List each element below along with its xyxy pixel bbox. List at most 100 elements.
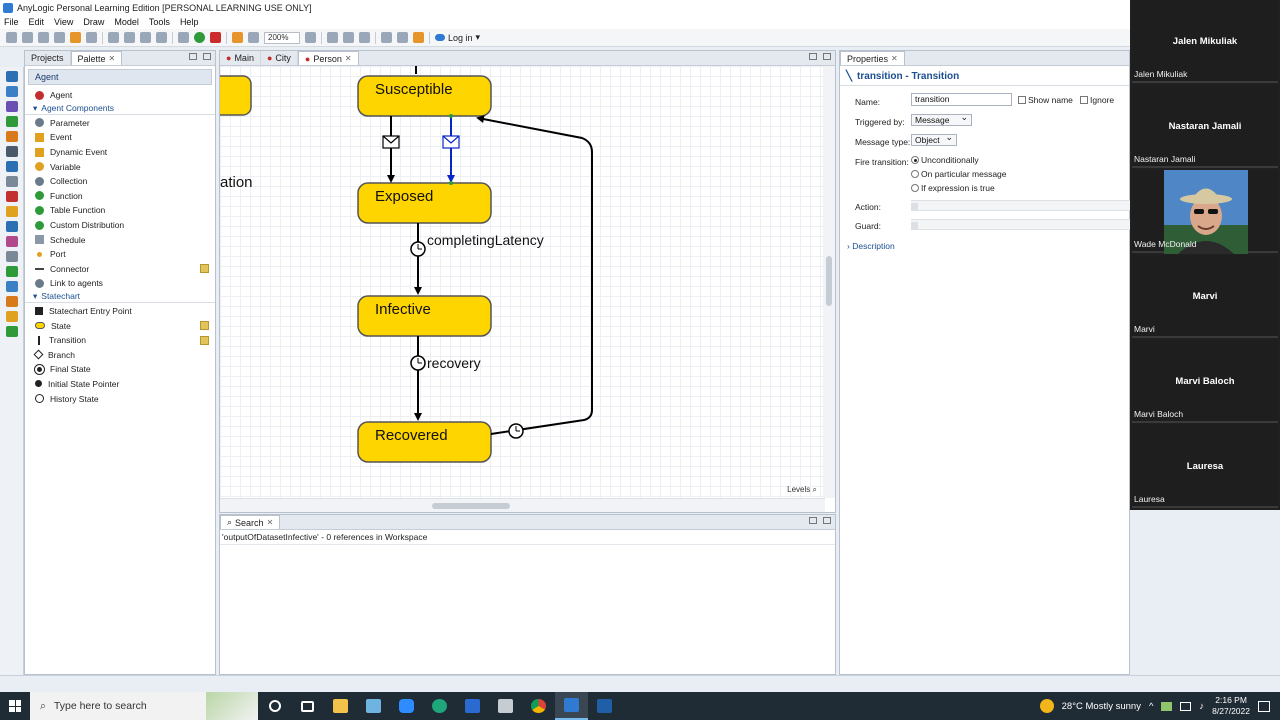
state-exposed[interactable] bbox=[357, 182, 492, 224]
road-category-icon[interactable] bbox=[6, 146, 18, 157]
build-icon[interactable] bbox=[178, 32, 189, 43]
participant-tile[interactable]: Marvi Baloch Marvi Baloch bbox=[1132, 340, 1278, 423]
zoom-level-field[interactable]: 200% bbox=[264, 31, 300, 44]
agent-category-icon[interactable] bbox=[6, 71, 18, 82]
offscreen-state[interactable] bbox=[220, 75, 252, 116]
editor-horizontal-scrollbar[interactable] bbox=[220, 498, 825, 512]
editor-vertical-scrollbar[interactable] bbox=[823, 66, 835, 498]
undo-icon[interactable] bbox=[70, 32, 81, 43]
tab-palette[interactable]: Palette✕ bbox=[70, 51, 123, 65]
controls-category-icon[interactable] bbox=[6, 251, 18, 262]
layers-icon[interactable] bbox=[343, 32, 354, 43]
transition-end-handle[interactable] bbox=[449, 181, 453, 185]
palette-item-custom-distribution[interactable]: Custom Distribution bbox=[25, 218, 215, 233]
show-name-checkbox[interactable]: Show name bbox=[1018, 95, 1073, 105]
maximize-icon[interactable] bbox=[823, 53, 831, 60]
hand-icon[interactable] bbox=[232, 32, 243, 43]
scroll-thumb[interactable] bbox=[826, 256, 832, 306]
pedestrian-category-icon[interactable] bbox=[6, 116, 18, 127]
select-icon[interactable] bbox=[381, 32, 392, 43]
open-icon[interactable] bbox=[22, 32, 33, 43]
pan-icon[interactable] bbox=[397, 32, 408, 43]
taskbar-zoom[interactable] bbox=[390, 692, 423, 720]
run-icon[interactable] bbox=[194, 32, 205, 43]
radio-on-particular-message[interactable]: On particular message bbox=[911, 169, 1007, 179]
tab-main[interactable]: ●Main bbox=[220, 51, 261, 65]
transition-loss-of-immunity[interactable] bbox=[476, 115, 593, 435]
state-infective[interactable] bbox=[357, 295, 492, 337]
new-icon[interactable] bbox=[6, 32, 17, 43]
save-icon[interactable] bbox=[38, 32, 49, 43]
palette-item-event[interactable]: Event bbox=[25, 130, 215, 145]
state-recovered[interactable] bbox=[357, 421, 492, 463]
drawing-mode-icon[interactable] bbox=[200, 264, 209, 274]
palette-item-transition[interactable]: Transition bbox=[25, 333, 215, 348]
save-all-icon[interactable] bbox=[54, 32, 65, 43]
maximize-icon[interactable] bbox=[823, 517, 831, 524]
menu-draw[interactable]: Draw bbox=[83, 17, 105, 27]
menu-model[interactable]: Model bbox=[114, 17, 139, 27]
grid-icon[interactable] bbox=[327, 32, 338, 43]
palette-item-collection[interactable]: Collection bbox=[25, 174, 215, 189]
3d-objects-category-icon[interactable] bbox=[6, 281, 18, 292]
close-icon[interactable]: ✕ bbox=[344, 54, 352, 63]
palette-item-schedule[interactable]: Schedule bbox=[25, 232, 215, 247]
participant-tile[interactable]: Wade McDonald bbox=[1132, 170, 1278, 254]
cut-icon[interactable] bbox=[108, 32, 119, 43]
levels-button[interactable]: Levels ⌕ bbox=[787, 485, 817, 495]
guard-code-field[interactable] bbox=[911, 219, 1131, 230]
palette-item-final-state[interactable]: Final State bbox=[25, 362, 215, 377]
tab-search[interactable]: ⌕Search✕ bbox=[220, 515, 281, 529]
palette-item-parameter[interactable]: Parameter bbox=[25, 116, 215, 131]
menu-view[interactable]: View bbox=[54, 17, 74, 27]
chevron-up-icon[interactable]: ^ bbox=[1148, 700, 1154, 712]
minimize-icon[interactable] bbox=[189, 53, 197, 60]
zoom-in-icon[interactable] bbox=[305, 32, 316, 43]
palette-item-port[interactable]: Port bbox=[25, 247, 215, 262]
description-section[interactable]: › Description bbox=[847, 241, 895, 251]
library-category-icon[interactable] bbox=[6, 311, 18, 322]
palette-item-variable[interactable]: Variable bbox=[25, 159, 215, 174]
process-category-icon[interactable] bbox=[6, 86, 18, 97]
drawing-mode-icon[interactable] bbox=[200, 335, 209, 345]
delete-icon[interactable] bbox=[156, 32, 167, 43]
palette-item-table-function[interactable]: Table Function bbox=[25, 203, 215, 218]
close-icon[interactable]: ✕ bbox=[266, 518, 274, 527]
tab-projects[interactable]: Projects bbox=[25, 51, 71, 65]
redo-icon[interactable] bbox=[86, 32, 97, 43]
pictures-category-icon[interactable] bbox=[6, 266, 18, 277]
taskbar-app-2[interactable] bbox=[357, 692, 390, 720]
palette-item-connector[interactable]: Connector bbox=[25, 262, 215, 277]
participant-tile[interactable]: Lauresa Lauresa bbox=[1132, 425, 1278, 508]
cortana-button[interactable] bbox=[258, 692, 291, 720]
align-icon[interactable] bbox=[359, 32, 370, 43]
radio-if-expression-true[interactable]: If expression is true bbox=[911, 183, 995, 193]
analysis-category-icon[interactable] bbox=[6, 101, 18, 112]
participant-tile[interactable]: Jalen Mikuliak Jalen Mikuliak bbox=[1132, 0, 1278, 83]
state-susceptible[interactable] bbox=[357, 75, 492, 117]
start-button[interactable] bbox=[0, 700, 30, 712]
weather-text[interactable]: 28°C Mostly sunny bbox=[1061, 700, 1141, 712]
message-type-select[interactable]: Object bbox=[911, 132, 957, 146]
notifications-icon[interactable] bbox=[1258, 700, 1270, 712]
charts-category-icon[interactable] bbox=[6, 236, 18, 247]
ignore-checkbox[interactable]: Ignore bbox=[1080, 95, 1114, 105]
more-category-icon[interactable] bbox=[6, 296, 18, 307]
palette-item-statechart-entry-point[interactable]: Statechart Entry Point bbox=[25, 304, 215, 319]
palette-section-statechart[interactable]: ▾Statechart bbox=[25, 291, 215, 303]
system-dynamics-category-icon[interactable] bbox=[6, 191, 18, 202]
taskbar-anylogic-2[interactable] bbox=[588, 692, 621, 720]
taskbar-app-6[interactable] bbox=[489, 692, 522, 720]
participant-tile[interactable]: Marvi Marvi bbox=[1132, 255, 1278, 338]
palette-item-history-state[interactable]: History State bbox=[25, 391, 215, 406]
taskbar-app-5[interactable] bbox=[456, 692, 489, 720]
zoom-fit-icon[interactable] bbox=[248, 32, 259, 43]
palette-item-link-to-agents[interactable]: Link to agents bbox=[25, 276, 215, 291]
network-icon[interactable] bbox=[1180, 701, 1192, 711]
stop-icon[interactable] bbox=[210, 32, 221, 43]
tray-app-icon[interactable] bbox=[1161, 701, 1173, 711]
action-code-field[interactable] bbox=[911, 200, 1131, 211]
clock[interactable]: 2:16 PM 8/27/2022 bbox=[1212, 695, 1250, 717]
palette-header[interactable]: Agent bbox=[28, 69, 212, 85]
fluid-category-icon[interactable] bbox=[6, 161, 18, 172]
